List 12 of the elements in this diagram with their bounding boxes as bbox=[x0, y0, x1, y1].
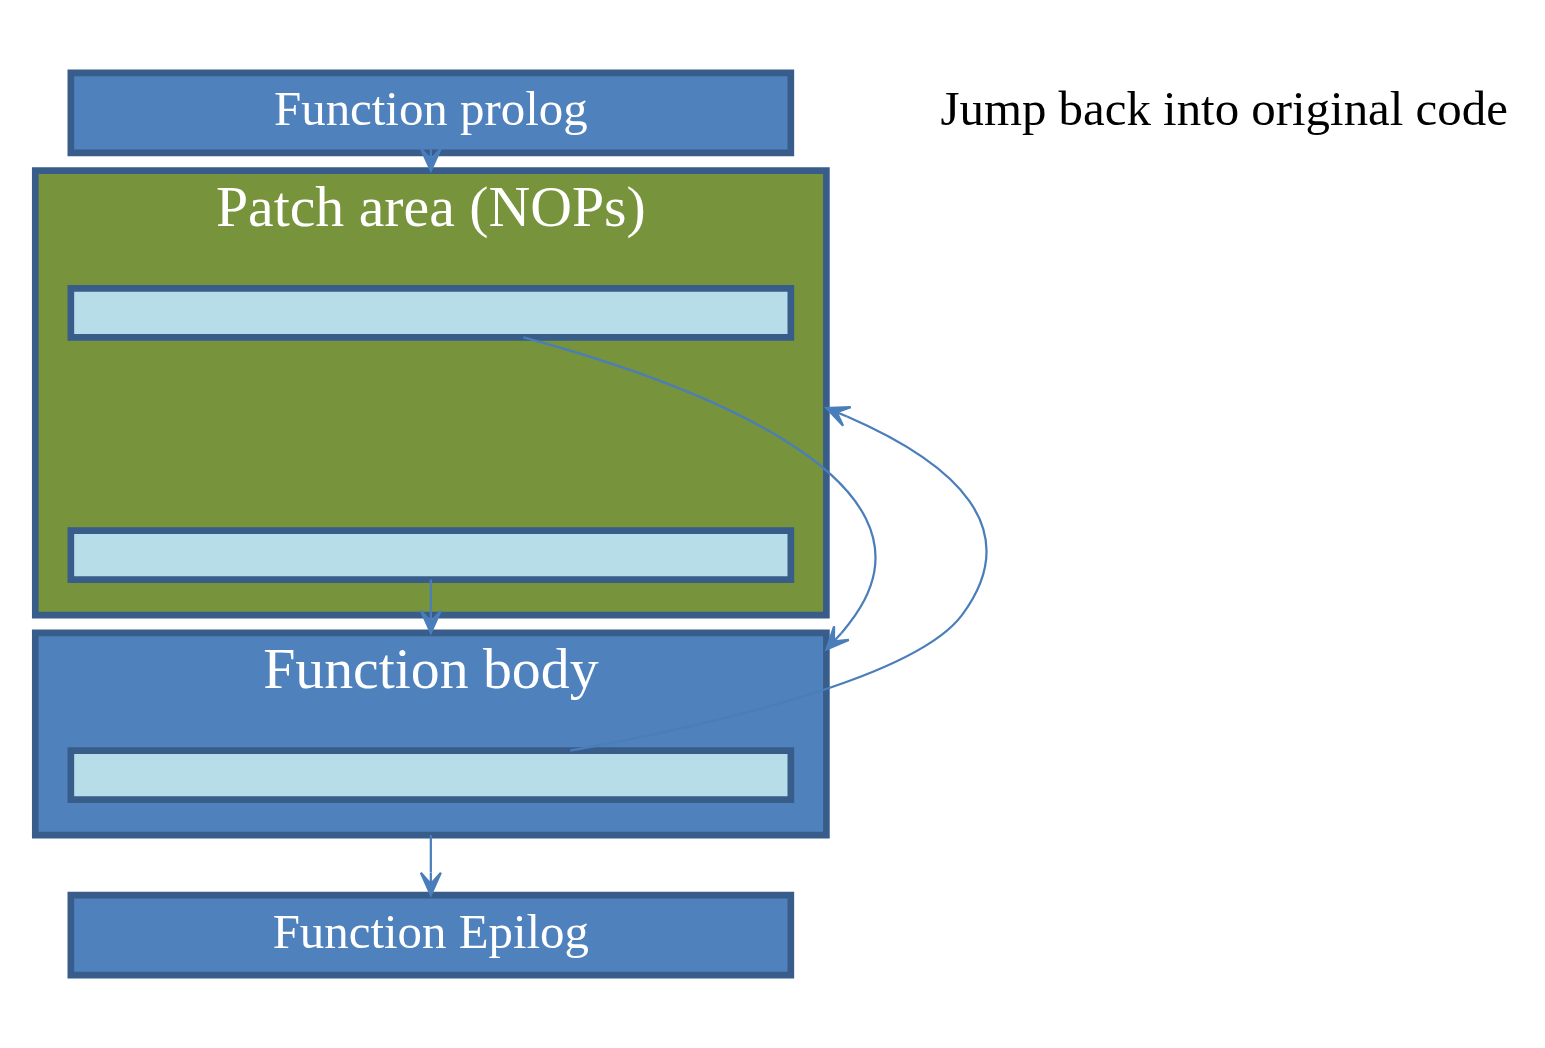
node-bar bbox=[67, 747, 795, 803]
arrow bbox=[570, 406, 988, 752]
node-bar bbox=[67, 527, 795, 583]
arrow bbox=[419, 147, 442, 172]
cluster: Function body bbox=[31, 629, 830, 839]
cluster: Patch area (NOPs) bbox=[31, 167, 830, 619]
label: Jump back into original code bbox=[940, 81, 1508, 137]
node-box: Function Epilog bbox=[67, 891, 795, 979]
arrow bbox=[419, 835, 442, 897]
arrow bbox=[419, 579, 442, 634]
arrow bbox=[523, 336, 877, 651]
node-bar bbox=[67, 285, 795, 341]
